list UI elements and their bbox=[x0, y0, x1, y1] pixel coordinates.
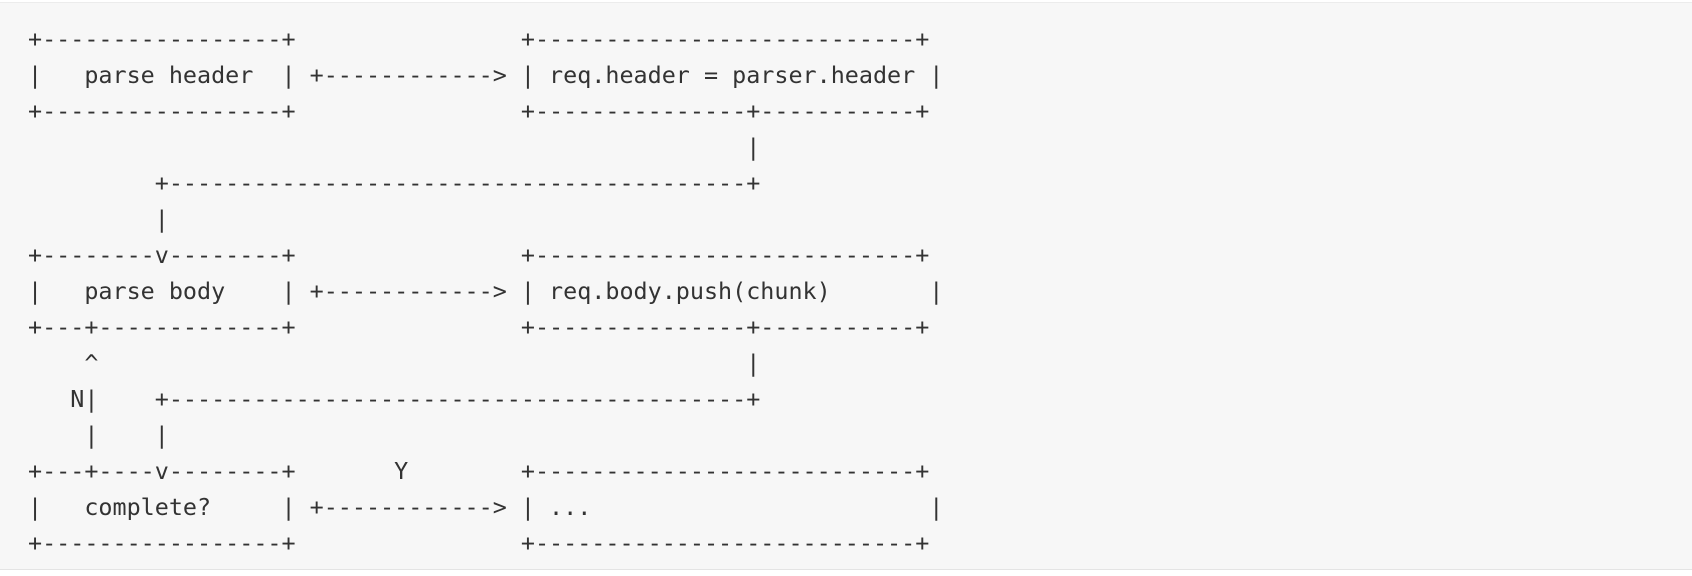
diagram-line: ^ | bbox=[28, 349, 761, 377]
diagram-line: | parse header | +------------> | req.he… bbox=[28, 61, 944, 89]
diagram-line: +-----------------+ +-------------------… bbox=[28, 25, 930, 53]
diagram-line: | bbox=[28, 205, 169, 233]
diagram-line: +---+-------------+ +---------------+---… bbox=[28, 313, 930, 341]
diagram-line: | | bbox=[28, 421, 169, 449]
diagram-line: +---------------------------------------… bbox=[28, 169, 761, 197]
diagram-line: N| +------------------------------------… bbox=[28, 385, 761, 413]
diagram-line: +---+----v--------+ Y +-----------------… bbox=[28, 457, 930, 485]
diagram-line: | parse body | +------------> | req.body… bbox=[28, 277, 944, 305]
diagram-line: | complete? | +------------> | ... | bbox=[28, 493, 944, 521]
diagram-line: +--------v--------+ +-------------------… bbox=[28, 241, 930, 269]
ascii-flow-diagram: +-----------------+ +-------------------… bbox=[28, 21, 943, 561]
diagram-line: +-----------------+ +-------------------… bbox=[28, 529, 930, 557]
diagram-line: | bbox=[28, 133, 761, 161]
diagram-line: +-----------------+ +---------------+---… bbox=[28, 97, 930, 125]
